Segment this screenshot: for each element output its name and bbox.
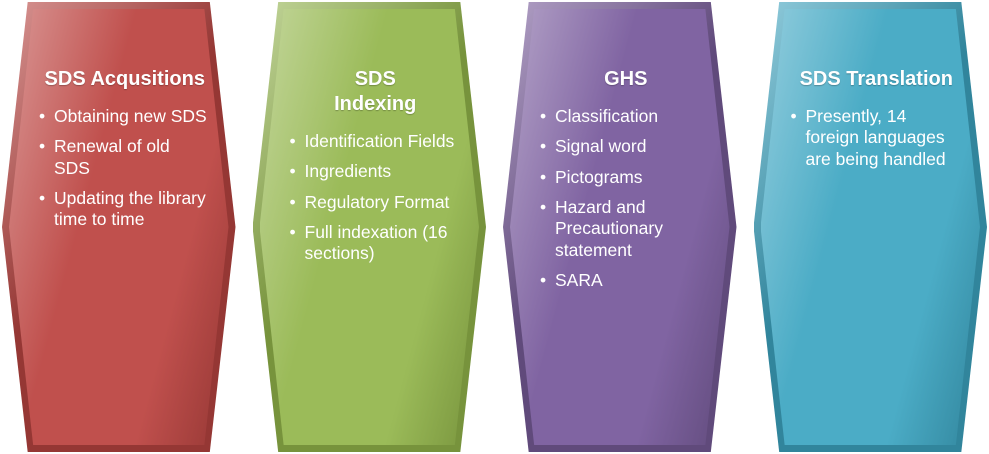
bullet-item: Hazard and Precautionary statement (540, 197, 712, 261)
panel-title: GHS (604, 68, 648, 90)
bullet-item: Presently, 14 foreign languages are bein… (791, 106, 963, 170)
panel-face: SDS Indexing Identification Fields Ingre… (259, 9, 479, 445)
panel-sds-indexing: SDS Indexing Identification Fields Ingre… (252, 2, 486, 452)
bullet-list: Classification Signal word Pictograms Ha… (540, 106, 712, 292)
bullet-item: Ingredients (290, 161, 462, 183)
bullet-item: Obtaining new SDS (39, 106, 211, 128)
panel-title: SDS Translation (799, 68, 953, 90)
bullet-item: Full indexation (16 sections) (290, 222, 462, 265)
bullet-item: Pictograms (540, 167, 712, 189)
panel-face: SDS Acqusitions Obtaining new SDS Renewa… (9, 9, 229, 445)
bullet-list: Identification Fields Ingredients Regula… (290, 131, 462, 265)
bullet-item: Renewal of old SDS (39, 136, 211, 179)
bullet-item: Classification (540, 106, 712, 128)
bullet-item: Identification Fields (290, 131, 462, 153)
panel-sds-translation: SDS Translation Presently, 14 foreign la… (753, 2, 987, 452)
bullet-item: Regulatory Format (290, 192, 462, 214)
bullet-list: Presently, 14 foreign languages are bein… (791, 106, 963, 170)
panel-sds-acquisitions: SDS Acqusitions Obtaining new SDS Renewa… (2, 2, 236, 452)
panel-face: SDS Translation Presently, 14 foreign la… (760, 9, 980, 445)
panel-title: SDS Indexing (334, 68, 417, 115)
bullet-list: Obtaining new SDS Renewal of old SDS Upd… (39, 106, 211, 231)
panel-title: SDS Acqusitions (44, 68, 205, 90)
panel-face: GHS Classification Signal word Pictogram… (510, 9, 730, 445)
panel-ghs: GHS Classification Signal word Pictogram… (503, 2, 737, 452)
bullet-item: Signal word (540, 136, 712, 158)
bullet-item: SARA (540, 270, 712, 292)
bullet-item: Updating the library time to time (39, 188, 211, 231)
